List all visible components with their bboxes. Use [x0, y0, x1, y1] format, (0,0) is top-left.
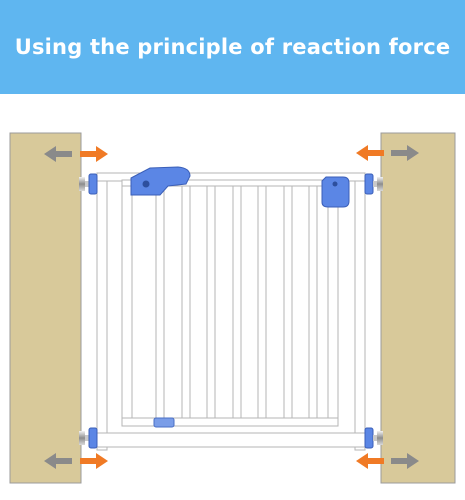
gate-bars — [155, 185, 318, 419]
pressure-spindle-bottom-right — [364, 427, 383, 449]
reaction-arrow-icon — [44, 453, 72, 469]
force-arrow-icon — [80, 453, 108, 469]
force-arrow-icon — [356, 453, 384, 469]
force-arrow-icon — [80, 146, 108, 162]
reaction-arrow-icon — [44, 146, 72, 162]
reaction-arrow-icon — [391, 453, 419, 469]
gate-door — [121, 179, 339, 427]
headline: Using the principle of reaction force — [14, 35, 451, 59]
pressure-spindle-top-left — [79, 173, 98, 195]
foot-latch — [153, 417, 175, 428]
gate-frame — [96, 172, 366, 451]
left-wall — [9, 132, 82, 484]
right-wall — [380, 132, 456, 484]
hinge-bracket-icon — [321, 176, 350, 208]
latch-handle-icon — [130, 166, 191, 196]
header-banner: Using the principle of reaction force — [0, 0, 465, 94]
reaction-arrow-icon — [391, 145, 419, 161]
safety-gate-illustration — [9, 132, 456, 484]
pressure-spindle-bottom-left — [79, 427, 98, 449]
force-arrow-icon — [356, 145, 384, 161]
pressure-spindle-top-right — [364, 173, 383, 195]
